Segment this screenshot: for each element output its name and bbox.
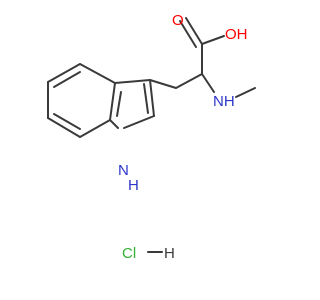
benzene-inner-bond-4 <box>53 113 81 130</box>
amine-methyl-bond <box>235 87 256 98</box>
hydroxyl-label: OH <box>225 26 248 43</box>
pyrrole-bond-c3-c2 <box>149 79 155 117</box>
beta-indole-bond <box>149 79 177 89</box>
benzo-inner-bond-1 <box>116 91 122 117</box>
carbonyl-oxygen-label: O <box>172 12 184 29</box>
pyrrole-double-bond <box>143 83 149 114</box>
amino-side-chain <box>149 73 256 98</box>
salt-hydrogen-label: H <box>164 245 175 262</box>
benzene-bond-5 <box>79 119 111 138</box>
carboxylic-acid-group <box>179 17 225 75</box>
benzene-inner-bond-2 <box>53 71 81 88</box>
indole-ring <box>47 63 155 138</box>
amine-label: NH <box>213 93 235 110</box>
pyrrole-bond-c3a-c7a <box>109 82 116 121</box>
pyrrole-bond-c2-n <box>123 115 155 129</box>
indole-nitrogen-label: N <box>118 162 129 179</box>
alpha-beta-bond <box>175 73 203 89</box>
benzene-bond-2 <box>47 63 81 83</box>
pyrrole-bond-c7a-n <box>109 119 119 129</box>
alpha-amine-bond <box>201 73 215 93</box>
hydroxyl-bond <box>201 35 225 45</box>
pyrrole-bond-c3-c3a <box>114 79 151 84</box>
benzene-bond-4 <box>47 117 81 138</box>
chlorine-label: Cl <box>122 245 136 262</box>
carbonyl-bond-1 <box>185 17 203 45</box>
benzene-bond-1 <box>79 63 116 84</box>
carbonyl-bond-2 <box>179 20 197 48</box>
indole-hydrogen-label: H <box>128 177 139 194</box>
molecule-structure: O OH NH N H Cl H <box>47 12 256 262</box>
